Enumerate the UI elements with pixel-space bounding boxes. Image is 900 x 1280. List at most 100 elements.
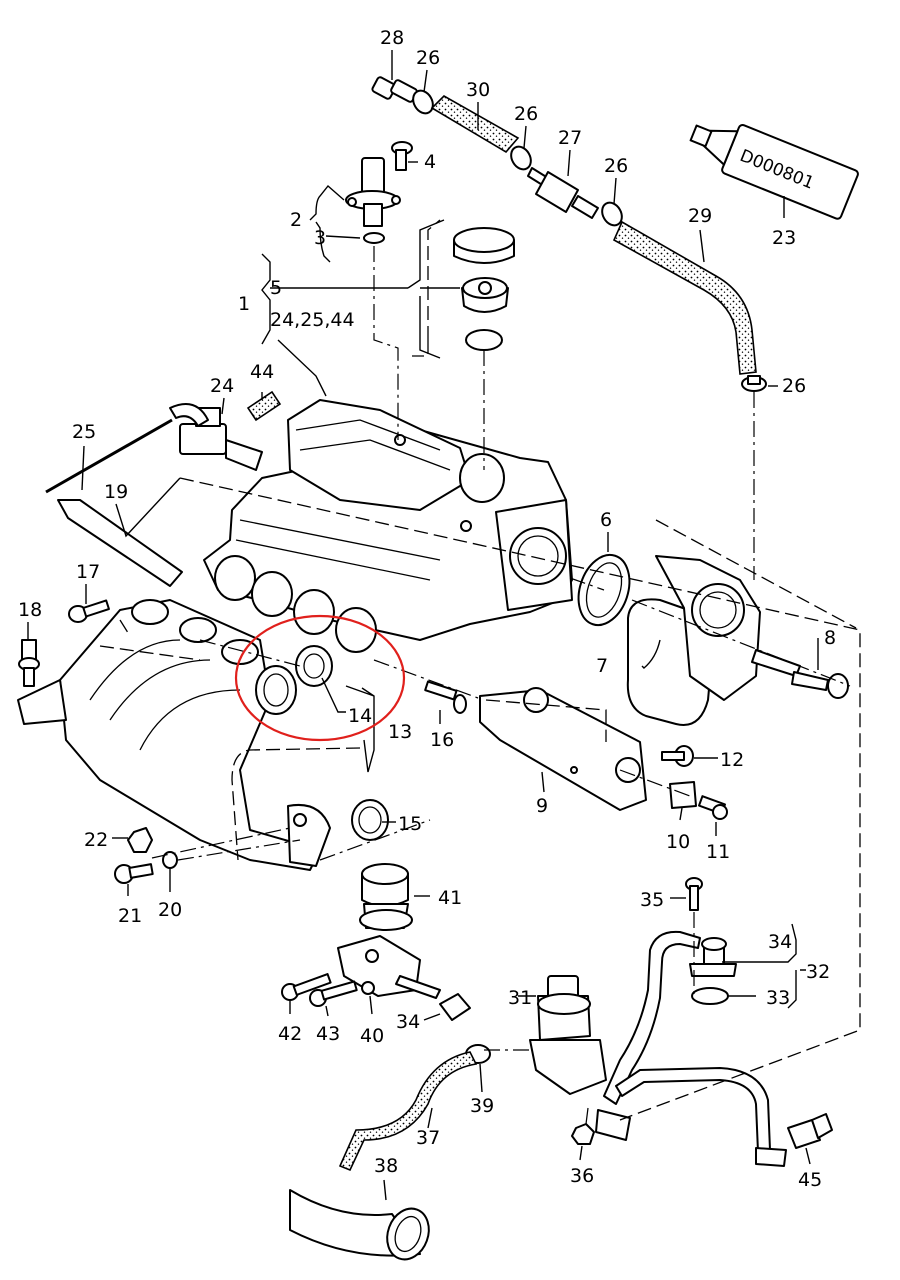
gasket-15 (351, 799, 389, 841)
callout-26: 26 (604, 155, 628, 177)
callout-26: 26 (782, 375, 806, 397)
callout-33: 33 (766, 987, 790, 1009)
rod-25 (45, 403, 209, 494)
hose-clamp-26a (412, 89, 434, 115)
callout-38: 38 (374, 1155, 398, 1177)
valve-41 (359, 863, 413, 931)
callout-41: 41 (438, 887, 462, 909)
callout-16: 16 (430, 729, 454, 751)
nut-36 (571, 1123, 595, 1145)
egr-pipe (595, 930, 787, 1167)
callout-39: 39 (470, 1095, 494, 1117)
callout-25: 25 (72, 421, 96, 443)
exhaust-manifold (17, 599, 331, 871)
hose-37 (338, 1051, 478, 1172)
callout-26: 26 (514, 103, 538, 125)
stud-18 (18, 639, 40, 687)
callout-43: 43 (316, 1023, 340, 1045)
callout-labels: 28 26 30 26 27 26 4 2 3 29 23 5 1 24,25,… (18, 27, 836, 1191)
callout-13: 13 (388, 721, 412, 743)
sensor-2 (345, 157, 401, 227)
clip-34b (439, 993, 471, 1021)
callout-12: 12 (720, 749, 744, 771)
throttle-body-7 (626, 555, 801, 726)
gasket-19 (57, 499, 183, 587)
bolt-42 (281, 973, 332, 1001)
callout-40: 40 (360, 1025, 384, 1047)
hose-29 (612, 220, 757, 375)
callout-32: 32 (806, 961, 830, 983)
callout-8: 8 (824, 627, 836, 649)
assembly-lines (99, 219, 861, 1125)
leader-lines (27, 50, 819, 1201)
callout-24-25-44: 24,25,44 (270, 309, 355, 331)
bolt-16 (424, 680, 467, 714)
bracket-9 (479, 687, 647, 811)
clip-33 (691, 987, 729, 1005)
screw-35 (685, 877, 703, 911)
callout-4: 4 (424, 151, 436, 173)
callout-36: 36 (570, 1165, 594, 1187)
hose-clamp-26d (741, 375, 767, 392)
hose-30 (430, 95, 520, 154)
callout-31: 31 (508, 987, 532, 1009)
check-valve-27 (527, 167, 599, 219)
callout-42: 42 (278, 1023, 302, 1045)
hose-44 (246, 390, 282, 422)
clip-10 (669, 781, 697, 809)
callout-10: 10 (666, 831, 690, 853)
callout-9: 9 (536, 795, 548, 817)
callout-18: 18 (18, 599, 42, 621)
callout-7: 7 (596, 655, 608, 677)
hose-clamp-26b (510, 145, 532, 171)
bolt-43 (309, 980, 358, 1007)
callout-26: 26 (416, 47, 440, 69)
callout-3: 3 (314, 227, 326, 249)
callout-35: 35 (640, 889, 664, 911)
callout-21: 21 (118, 905, 142, 927)
callout-24: 24 (210, 375, 234, 397)
seal-rings-13 (255, 665, 297, 715)
washer-20 (162, 851, 178, 869)
callout-23: 23 (772, 227, 796, 249)
sensor-45 (787, 1113, 833, 1149)
highlight-ring-14 (234, 614, 406, 742)
callout-27: 27 (558, 127, 582, 149)
bolt-17 (68, 599, 110, 623)
connector-32 (689, 937, 737, 977)
callout-30: 30 (466, 79, 490, 101)
bolt-8 (791, 671, 849, 699)
pipe-38 (289, 1189, 430, 1261)
callout-14: 14 (348, 705, 372, 727)
breather-hose-group (371, 76, 767, 392)
o-ring-3 (363, 232, 385, 244)
seal-ring-14 (295, 645, 333, 687)
callout-5: 5 (270, 277, 282, 299)
callout-2: 2 (290, 209, 302, 231)
callout-29: 29 (688, 205, 712, 227)
callout-11: 11 (706, 841, 730, 863)
hose-clamp-26c (601, 201, 623, 227)
callout-45: 45 (798, 1169, 822, 1191)
callout-34: 34 (768, 931, 792, 953)
callout-6: 6 (600, 509, 612, 531)
egr-valve-31 (529, 975, 607, 1095)
callout-28: 28 (380, 27, 404, 49)
callout-15: 15 (398, 813, 422, 835)
callout-20: 20 (158, 899, 182, 921)
callout-22: 22 (84, 829, 108, 851)
intake-manifold-1 (203, 399, 573, 653)
screw-11 (698, 795, 728, 820)
bolt-21 (114, 863, 154, 884)
callout-1: 1 (238, 293, 250, 315)
screw-4 (391, 141, 413, 171)
bracket-40 (337, 935, 441, 999)
cap-5 (453, 227, 515, 351)
callout-44: 44 (250, 361, 274, 383)
nut-22 (127, 827, 153, 853)
callout-34: 34 (396, 1011, 420, 1033)
sealant-tube-23: D000801 (689, 124, 859, 220)
callout-19: 19 (104, 481, 128, 503)
callout-17: 17 (76, 561, 100, 583)
